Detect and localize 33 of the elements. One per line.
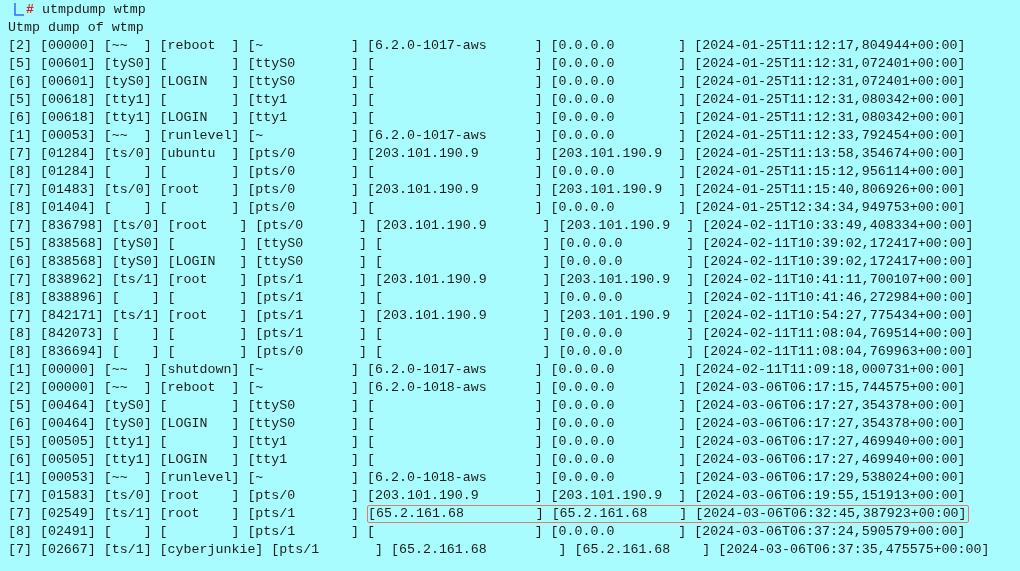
terminal-line: [7] [01284] [ts/0] [ubuntu ] [pts/0 ] [203.101.190.9 ] [203.101.190.9 ] [2024-01-25T11:13:58,354674+00:00] [8, 145, 966, 163]
terminal-line: [5] [838568] [tyS0] [ ] [ttyS0 ] [ ] [0.0.0.0 ] [2024-02-11T10:39:02,172417+00:00] [8, 235, 974, 253]
terminal-line: [5] [00505] [tty1] [ ] [tty1 ] [ ] [0.0.0.0 ] [2024-03-06T06:17:27,469940+00:00] [8, 433, 966, 451]
command-text: utmpdump wtmp [41, 1, 146, 19]
terminal-line: [1] [00053] [~~ ] [runlevel] [~ ] [6.2.0-1017-aws ] [0.0.0.0 ] [2024-01-25T11:12:33,792454+00:00] [8, 127, 966, 145]
highlighted-text: [65.2.161.68 ] [65.2.161.68 ] [2024-03-06T06:32:45,387923+00:00] [367, 505, 969, 523]
terminal-line: [8] [01284] [ ] [ ] [pts/0 ] [ ] [0.0.0.0 ] [2024-01-25T11:15:12,956114+00:00] [8, 163, 966, 181]
terminal-line: [7] [01483] [ts/0] [root ] [pts/0 ] [203.101.190.9 ] [203.101.190.9 ] [2024-01-25T11:15:40,806926+00:00] [8, 181, 966, 199]
terminal-line: [7] [02549] [ts/1] [root ] [pts/1 ] [8, 505, 360, 523]
terminal-line: [1] [00053] [~~ ] [runlevel] [~ ] [6.2.0-1018-aws ] [0.0.0.0 ] [2024-03-06T06:17:29,538024+00:00] [8, 469, 966, 487]
terminal-line: [1] [00000] [~~ ] [shutdown] [~ ] [6.2.0-1017-aws ] [0.0.0.0 ] [2024-02-11T11:09:18,000731+00:00] [8, 361, 966, 379]
terminal-line: [6] [00618] [tty1] [LOGIN ] [tty1 ] [ ] [0.0.0.0 ] [2024-01-25T11:12:31,080342+00:00] [8, 109, 966, 127]
terminal-line: [6] [00505] [tty1] [LOGIN ] [tty1 ] [ ] [0.0.0.0 ] [2024-03-06T06:17:27,469940+00:00] [8, 451, 966, 469]
terminal-line: Utmp dump of wtmp [8, 19, 144, 37]
terminal-line: [8] [01404] [ ] [ ] [pts/0 ] [ ] [0.0.0.0 ] [2024-01-25T12:34:34,949753+00:00] [8, 199, 966, 217]
prompt-symbol: # [26, 1, 34, 19]
terminal-line: [8] [02491] [ ] [ ] [pts/1 ] [ ] [0.0.0.0 ] [2024-03-06T06:37:24,590579+00:00] [8, 523, 966, 541]
terminal-line: [8] [838896] [ ] [ ] [pts/1 ] [ ] [0.0.0.0 ] [2024-02-11T10:41:46,272984+00:00] [8, 289, 974, 307]
terminal-line: [6] [838568] [tyS0] [LOGIN ] [ttyS0 ] [ ] [0.0.0.0 ] [2024-02-11T10:39:02,172417+00:00] [8, 253, 974, 271]
terminal-line: [7] [02667] [ts/1] [cyberjunkie] [pts/1 ] [65.2.161.68 ] [65.2.161.68 ] [2024-03-06T06:37:35,475575+00:00] [8, 541, 990, 559]
terminal-line: [2] [00000] [~~ ] [reboot ] [~ ] [6.2.0-1018-aws ] [0.0.0.0 ] [2024-03-06T06:17:15,744575+00:00] [8, 379, 966, 397]
terminal-line: [5] [00601] [tyS0] [ ] [ttyS0 ] [ ] [0.0.0.0 ] [2024-01-25T11:12:31,072401+00:00] [8, 55, 966, 73]
terminal-line: [7] [836798] [ts/0] [root ] [pts/0 ] [203.101.190.9 ] [203.101.190.9 ] [2024-02-11T10:33:49,408334+00:00] [8, 217, 974, 235]
terminal-line: [7] [01583] [ts/0] [root ] [pts/0 ] [203.101.190.9 ] [203.101.190.9 ] [2024-03-06T06:19:55,151913+00:00] [8, 487, 966, 505]
terminal-line: [5] [00464] [tyS0] [ ] [ttyS0 ] [ ] [0.0.0.0 ] [2024-03-06T06:17:27,354378+00:00] [8, 397, 966, 415]
terminal-line: [8] [836694] [ ] [ ] [pts/0 ] [ ] [0.0.0.0 ] [2024-02-11T11:08:04,769963+00:00] [8, 343, 974, 361]
terminal-line: [5] [00618] [tty1] [ ] [tty1 ] [ ] [0.0.0.0 ] [2024-01-25T11:12:31,080342+00:00] [8, 91, 966, 109]
terminal-line: [6] [00464] [tyS0] [LOGIN ] [ttyS0 ] [ ] [0.0.0.0 ] [2024-03-06T06:17:27,354378+00:00] [8, 415, 966, 433]
terminal-line: [7] [838962] [ts/1] [root ] [pts/1 ] [203.101.190.9 ] [203.101.190.9 ] [2024-02-11T10:41:11,700107+00:00] [8, 271, 974, 289]
terminal-line: [7] [842171] [ts/1] [root ] [pts/1 ] [203.101.190.9 ] [203.101.190.9 ] [2024-02-11T10:54:27,775434+00:00] [8, 307, 974, 325]
terminal-line: [2] [00000] [~~ ] [reboot ] [~ ] [6.2.0-1017-aws ] [0.0.0.0 ] [2024-01-25T11:12:17,804944+00:00] [8, 37, 966, 55]
terminal-line: [8] [842073] [ ] [ ] [pts/1 ] [ ] [0.0.0.0 ] [2024-02-11T11:08:04,769514+00:00] [8, 325, 974, 343]
terminal-line: [6] [00601] [tyS0] [LOGIN ] [ttyS0 ] [ ] [0.0.0.0 ] [2024-01-25T11:12:31,072401+00:00] [8, 73, 966, 91]
